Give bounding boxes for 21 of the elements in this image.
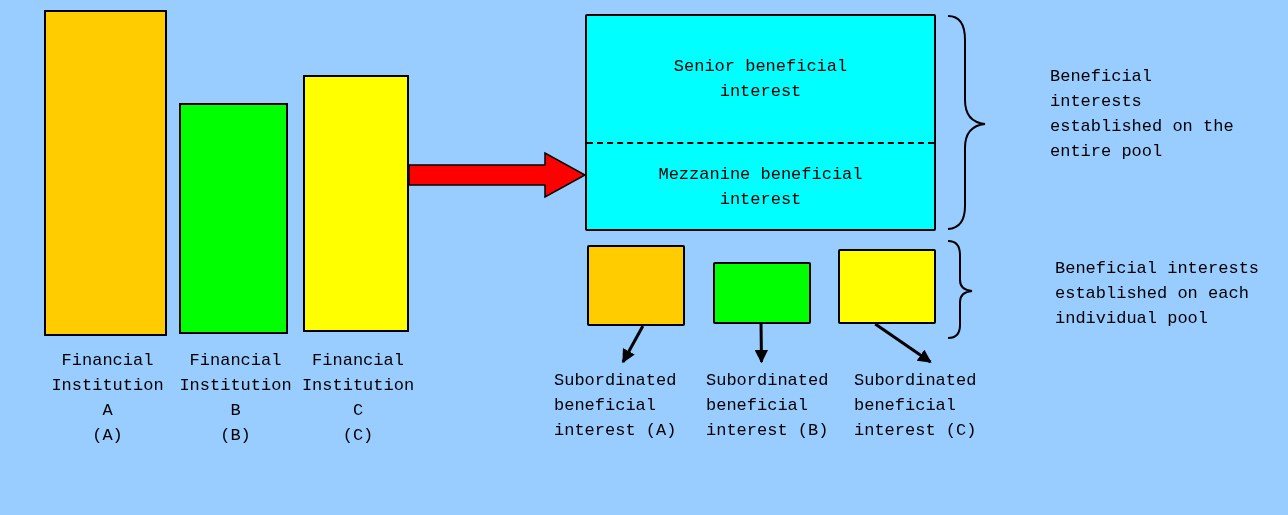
tranche-label: Senior beneficial interest	[672, 56, 849, 103]
institution-label: Financial Institution A	[50, 350, 165, 422]
brace-label: Beneficial interests established on the entire pool	[1050, 66, 1235, 163]
pool-box	[585, 14, 936, 231]
block-arrow	[408, 151, 587, 199]
institution-label: (B)	[219, 425, 252, 447]
tranche-box	[838, 249, 936, 324]
institution-label: Financial Institution B	[178, 350, 293, 422]
brace-label: Beneficial interests established on each individual pool	[1055, 258, 1261, 330]
tranche-box	[713, 262, 811, 324]
tranche-label: Subordinated beneficial interest (A)	[554, 370, 678, 442]
institution-label: Financial Institution C	[300, 350, 416, 422]
tranche-label: Subordinated beneficial interest (C)	[854, 370, 978, 442]
institution-label: (C)	[341, 425, 375, 447]
arrow	[621, 325, 645, 364]
tranche-label: Subordinated beneficial interest (B)	[706, 370, 830, 442]
arrow	[754, 323, 769, 364]
arrow	[874, 322, 932, 364]
tranche-box	[587, 245, 685, 326]
institution-label: (A)	[91, 425, 124, 447]
tranche-label: Mezzanine beneficial interest	[657, 163, 864, 211]
